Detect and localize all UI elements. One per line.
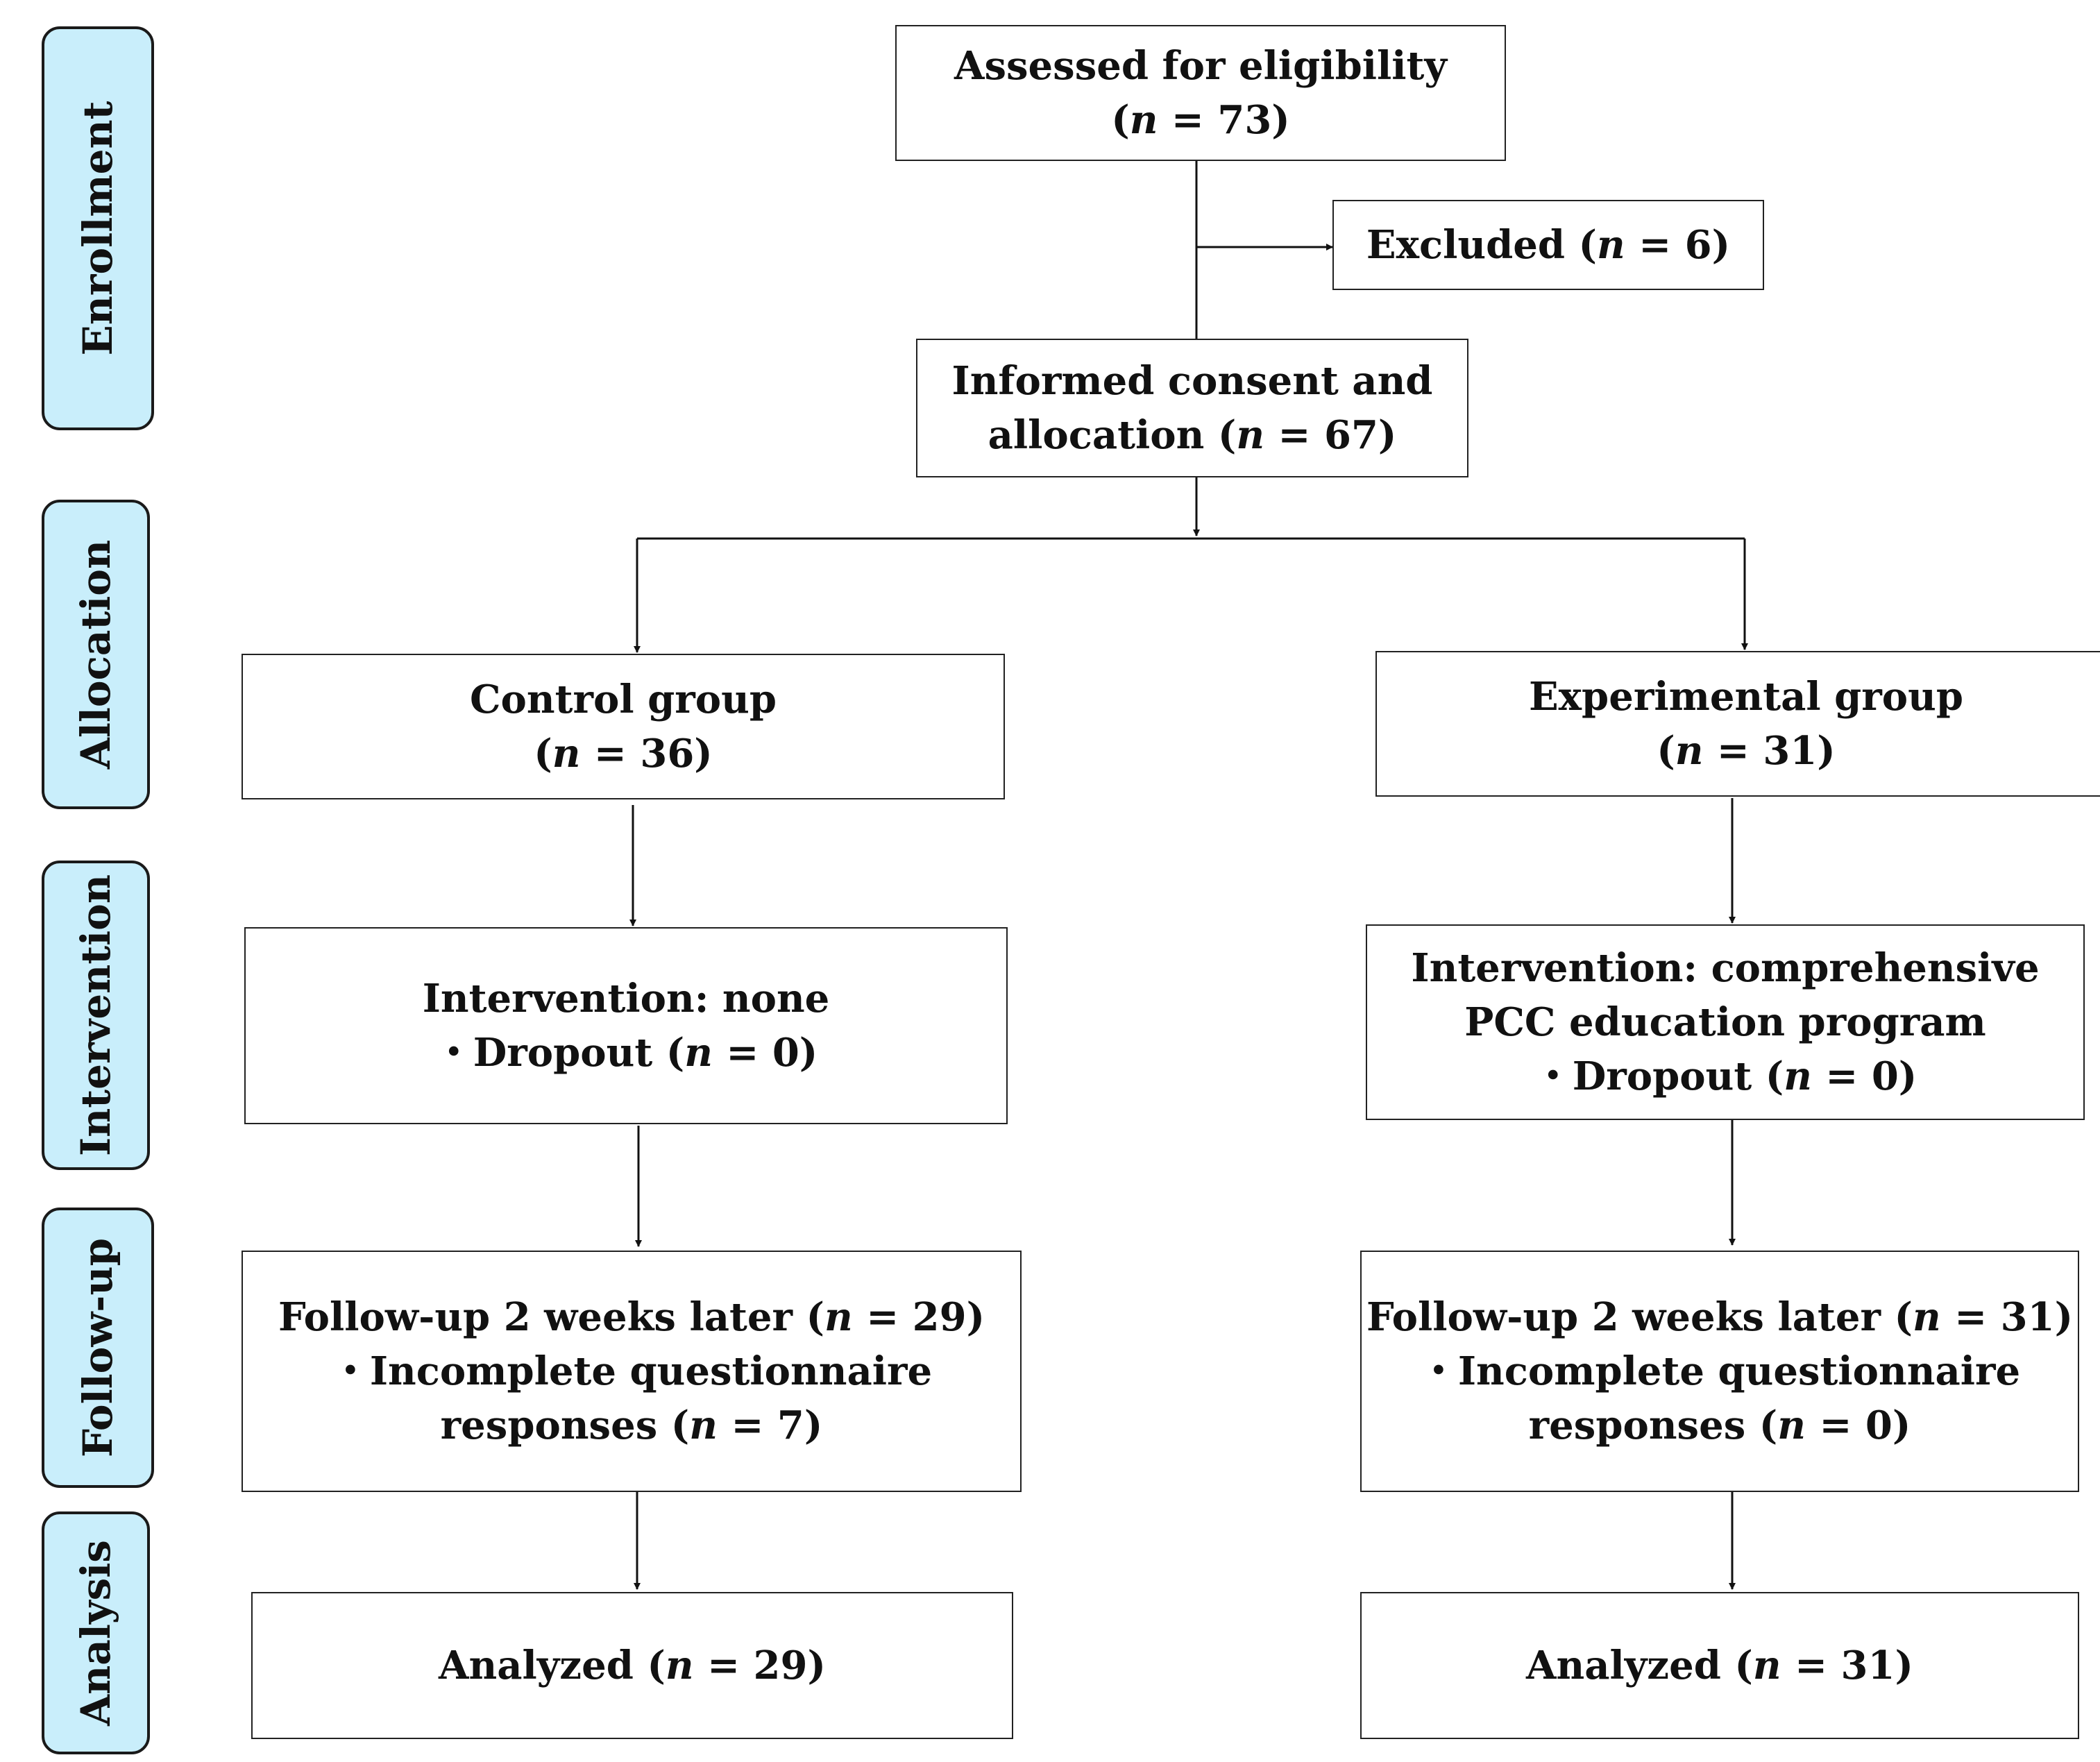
box-text-line: (n = 73)	[1111, 93, 1290, 147]
italic-n: n	[665, 1643, 694, 1688]
box-text-line: Informed consent and	[952, 354, 1433, 408]
phase-enrollment: Enrollment	[42, 26, 154, 430]
box-text-line: (n = 31)	[1657, 724, 1836, 778]
text-segment: ・Dropout (	[434, 1030, 685, 1076]
text-segment: = 0)	[712, 1030, 818, 1076]
italic-n: n	[824, 1294, 853, 1340]
box-experimental-group: Experimental group(n = 31)	[1375, 651, 2100, 797]
box-analyzed-experimental: Analyzed (n = 31)	[1360, 1592, 2079, 1739]
box-assessed-eligibility: Assessed for eligibility(n = 73)	[895, 25, 1506, 161]
text-segment: (	[534, 731, 552, 777]
box-followup-control: Follow-up 2 weeks later (n = 29)・Incompl…	[242, 1251, 1022, 1492]
italic-n: n	[1784, 1053, 1812, 1099]
box-text-line: PCC education program	[1464, 995, 1986, 1049]
text-segment: Intervention: comprehensive	[1411, 945, 2040, 991]
text-segment: Analyzed (	[1526, 1643, 1753, 1688]
text-segment: ・Incomplete questionnaire	[330, 1348, 933, 1394]
box-text-line: allocation (n = 67)	[988, 408, 1397, 462]
box-text-line: Experimental group	[1529, 670, 1963, 724]
phase-intervention: Intervention	[42, 861, 150, 1170]
box-text-line: Assessed for eligibility	[954, 39, 1447, 93]
text-segment: = 36)	[580, 731, 713, 777]
box-text-line: Analyzed (n = 29)	[439, 1638, 826, 1693]
phase-follow-up: Follow-up	[42, 1208, 154, 1488]
text-segment: responses (	[1528, 1403, 1778, 1448]
text-segment: = 0)	[1811, 1053, 1917, 1099]
italic-n: n	[689, 1403, 718, 1448]
text-segment: = 67)	[1264, 412, 1397, 458]
box-text-line: Follow-up 2 weeks later (n = 31)	[1366, 1290, 2073, 1344]
box-text-line: Control group	[470, 672, 777, 727]
italic-n: n	[1913, 1294, 1941, 1340]
text-segment: = 29)	[852, 1294, 985, 1340]
text-segment: ・Incomplete questionnaire	[1419, 1348, 2021, 1394]
text-segment: = 7)	[717, 1403, 823, 1448]
text-segment: (	[1111, 97, 1130, 143]
text-segment: Follow-up 2 weeks later (	[1366, 1294, 1913, 1340]
italic-n: n	[1129, 97, 1158, 143]
box-analyzed-control: Analyzed (n = 29)	[251, 1592, 1013, 1739]
text-segment: Analyzed (	[439, 1643, 666, 1688]
box-excluded: Excluded (n = 6)	[1332, 200, 1764, 290]
italic-n: n	[1597, 222, 1625, 268]
italic-n: n	[1675, 728, 1704, 774]
box-text-line: Analyzed (n = 31)	[1526, 1638, 1913, 1693]
text-segment: Experimental group	[1528, 674, 1964, 720]
italic-n: n	[1236, 412, 1265, 458]
text-segment: = 31)	[1781, 1643, 1913, 1688]
text-segment: Assessed for eligibility	[954, 43, 1447, 89]
text-segment: Control group	[469, 677, 777, 722]
box-text-line: Follow-up 2 weeks later (n = 29)	[278, 1290, 985, 1344]
italic-n: n	[684, 1030, 713, 1076]
text-segment: responses (	[440, 1403, 690, 1448]
text-segment: = 6)	[1625, 222, 1731, 268]
box-followup-experimental: Follow-up 2 weeks later (n = 31)・Incompl…	[1360, 1251, 2079, 1492]
italic-n: n	[1752, 1643, 1781, 1688]
box-control-group: Control group (n = 36)	[242, 654, 1005, 799]
box-text-line: responses (n = 0)	[1529, 1398, 1911, 1452]
box-text-line: ・Incomplete questionnaire	[1419, 1344, 2020, 1398]
text-segment: (	[1657, 728, 1675, 774]
text-segment: Follow-up 2 weeks later (	[278, 1294, 824, 1340]
text-segment: PCC education program	[1464, 999, 1986, 1045]
phase-analysis: Analysis	[42, 1511, 150, 1754]
text-segment: = 31)	[1703, 728, 1836, 774]
box-text-line: ・Dropout (n = 0)	[1534, 1049, 1917, 1103]
box-text-line: Excluded (n = 6)	[1366, 218, 1730, 272]
italic-n: n	[1777, 1403, 1806, 1448]
box-text-line: Intervention: none	[423, 972, 830, 1026]
text-segment: = 73)	[1158, 97, 1290, 143]
text-segment: Intervention: none	[422, 976, 830, 1022]
text-segment: Excluded (	[1366, 222, 1597, 268]
box-text-line: (n = 36)	[534, 727, 713, 781]
text-segment: = 31)	[1940, 1294, 2074, 1340]
box-text-line: responses (n = 7)	[441, 1398, 823, 1452]
box-text-line: ・Dropout (n = 0)	[434, 1026, 818, 1080]
text-segment: = 29)	[693, 1643, 826, 1688]
text-segment: Informed consent and	[951, 358, 1433, 404]
box-text-line: ・Incomplete questionnaire	[331, 1344, 932, 1398]
text-segment: = 0)	[1805, 1403, 1911, 1448]
box-text-line: Intervention: comprehensive	[1411, 941, 2039, 995]
text-segment: allocation (	[988, 412, 1237, 458]
text-segment: ・Dropout (	[1533, 1053, 1784, 1099]
italic-n: n	[552, 731, 581, 777]
box-intervention-control: Intervention: none・Dropout (n = 0)	[244, 927, 1008, 1124]
phase-allocation: Allocation	[42, 500, 150, 809]
